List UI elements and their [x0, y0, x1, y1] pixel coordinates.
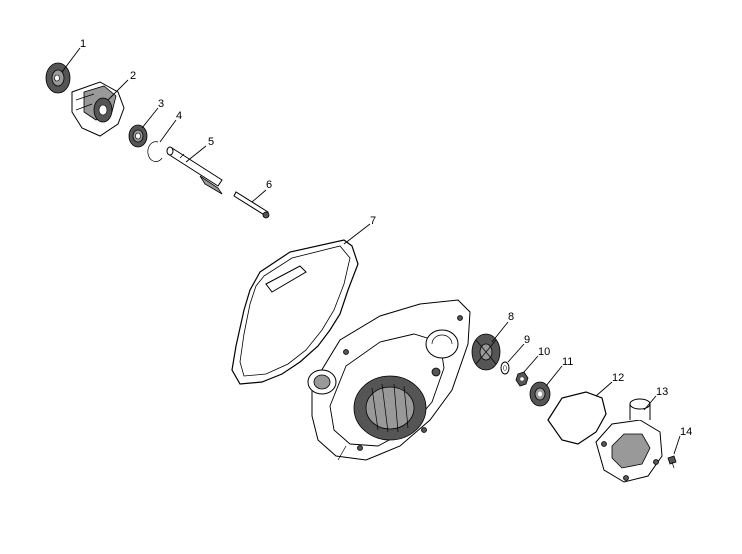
part-1-gear [45, 62, 71, 94]
callout-4: 4 [176, 110, 182, 122]
part-9-washer [500, 361, 510, 375]
callout-9: 9 [524, 334, 530, 346]
leader-14 [673, 435, 681, 455]
leader-2 [107, 79, 129, 101]
leader-7 [343, 223, 371, 245]
part-8-impeller [471, 333, 501, 371]
callout-8: 8 [508, 311, 514, 323]
leader-12 [595, 381, 613, 397]
callout-7: 7 [370, 215, 376, 227]
leader-10 [523, 355, 539, 373]
crankcase-cover [307, 299, 471, 461]
part-7-gasket [231, 239, 359, 385]
leader-6 [251, 189, 267, 203]
callout-14: 14 [680, 426, 692, 438]
part-12-o-ring [547, 391, 607, 445]
callout-13: 13 [656, 386, 668, 398]
part-10-nut [515, 371, 529, 387]
callout-11: 11 [562, 356, 573, 368]
leader-1 [61, 47, 81, 73]
leader-8 [491, 321, 509, 343]
part-11-seal [529, 381, 551, 407]
callout-2: 2 [130, 70, 136, 82]
callout-labels: 1 2 3 4 5 6 7 8 9 10 11 12 13 14 [80, 38, 692, 438]
part-6-pin [233, 191, 270, 219]
leader-11 [545, 365, 563, 387]
callout-1: 1 [80, 38, 86, 50]
leader-3 [141, 107, 159, 129]
leader-4 [159, 119, 177, 143]
leader-lines [61, 47, 681, 455]
callout-5: 5 [208, 136, 214, 148]
part-5-shaft [166, 146, 223, 195]
leader-13 [643, 395, 657, 411]
callout-12: 12 [612, 372, 624, 384]
part-14-bolt [667, 455, 677, 469]
part-13-pump-cover [595, 398, 663, 483]
leader-5 [185, 145, 207, 163]
part-4-snap-ring [147, 141, 163, 162]
callout-3: 3 [158, 98, 164, 110]
leader-9 [507, 343, 525, 363]
callout-6: 6 [266, 179, 272, 191]
part-2-pump-housing [71, 81, 125, 137]
callout-10: 10 [538, 346, 550, 358]
part-3-bearing [128, 124, 148, 148]
